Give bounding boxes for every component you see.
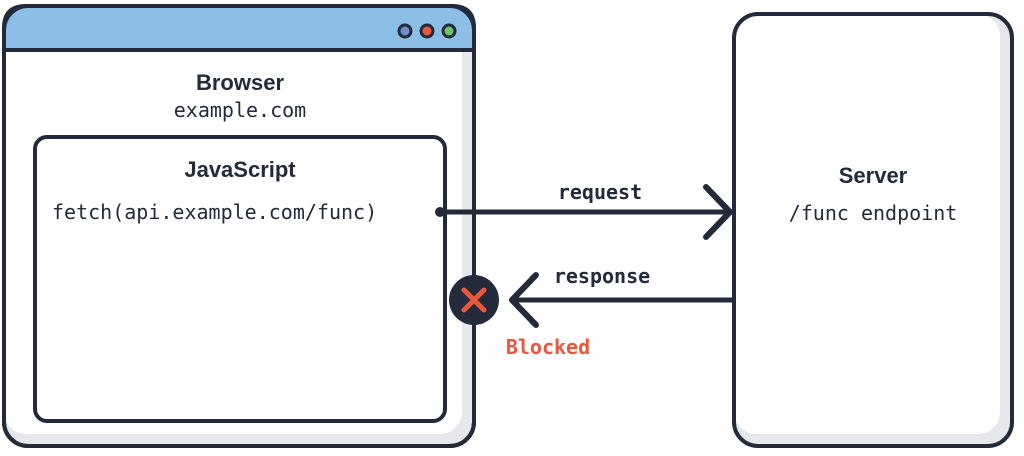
blocked-x-icon <box>449 275 499 325</box>
javascript-title: JavaScript <box>184 157 296 182</box>
browser-origin: example.com <box>174 98 306 122</box>
response-label: response <box>554 264 650 288</box>
window-dot-blue-icon[interactable] <box>397 23 413 39</box>
server-box: Server /func endpoint <box>732 12 1014 448</box>
window-dot-green-icon[interactable] <box>441 23 457 39</box>
window-dot-red-icon[interactable] <box>419 23 435 39</box>
request-label: request <box>558 180 642 204</box>
server-endpoint: /func endpoint <box>789 201 958 225</box>
javascript-box: JavaScript fetch(api.example.com/func) <box>33 135 447 423</box>
server-box-body <box>734 14 1000 434</box>
request-arrow: request <box>435 180 733 240</box>
blocked-label: Blocked <box>506 335 590 359</box>
javascript-code: fetch(api.example.com/func) <box>52 200 377 224</box>
browser-title: Browser <box>196 70 284 95</box>
server-title: Server <box>839 163 908 188</box>
response-arrow: response <box>509 264 736 328</box>
